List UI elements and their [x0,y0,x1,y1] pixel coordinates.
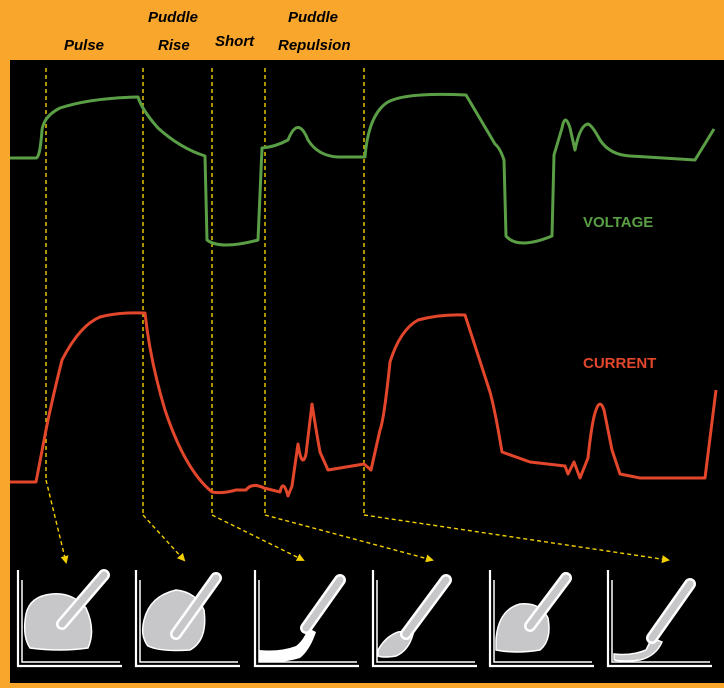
label-pulse: Pulse [64,37,105,54]
arrow-to-sketch-1 [45,479,69,564]
weld-sketch-5 [488,570,594,668]
current-label: CURRENT [583,355,656,372]
waveform-panel: VOLTAGE CURRENT [10,60,724,683]
weld-sketch-1 [16,569,122,668]
waveform-diagram: VOLTAGE CURRENT [10,68,718,668]
weld-sketch-4 [371,570,477,668]
arrow-to-sketch-3 [211,514,305,561]
arrow-to-sketch-4 [264,514,434,563]
arrow-to-sketch-2 [142,514,186,562]
weld-sketch-6 [606,570,712,668]
weld-sketch-3 [253,570,359,668]
weld-sketch-2 [134,570,240,668]
voltage-trace [10,92,716,247]
label-puddle-rise-line2: Rise [158,37,190,54]
arrow-to-sketch-5 [363,514,670,564]
label-puddle-rise-line1: Puddle [148,9,199,26]
voltage-label: VOLTAGE [583,214,653,231]
label-puddle-repulsion-line2: Repulsion [278,37,351,54]
current-trace [10,311,718,498]
label-short: Short [215,33,255,50]
label-puddle-repulsion-line1: Puddle [288,9,339,26]
